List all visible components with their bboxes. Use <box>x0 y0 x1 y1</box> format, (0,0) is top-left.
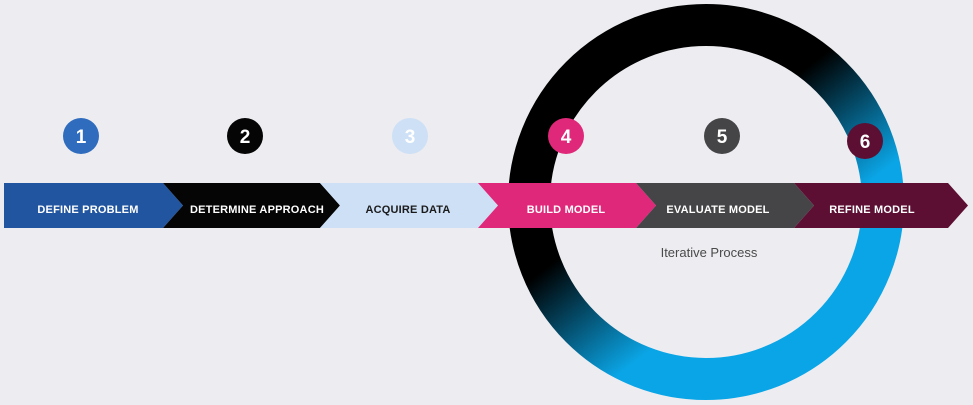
step-arrow-4 <box>478 183 656 228</box>
step-arrow-3 <box>320 183 498 228</box>
step-label-4: BUILD MODEL <box>527 204 606 216</box>
step-number-2: 2 <box>240 127 251 148</box>
step-number-circle-1 <box>63 118 99 154</box>
step-number-6: 6 <box>860 132 871 153</box>
step-number-3: 3 <box>405 127 416 148</box>
step-label-1: DEFINE PROBLEM <box>37 204 138 216</box>
step-label-5: EVALUATE MODEL <box>666 204 769 216</box>
iterative-process-label: Iterative Process <box>661 245 758 260</box>
step-number-circle-6 <box>847 123 883 159</box>
step-number-circle-4 <box>548 118 584 154</box>
step-number-circle-5 <box>704 118 740 154</box>
step-number-1: 1 <box>76 127 87 148</box>
step-number-4: 4 <box>561 127 572 148</box>
step-number-5: 5 <box>717 127 728 148</box>
step-label-2: DETERMINE APPROACH <box>190 204 324 216</box>
step-number-circle-3 <box>392 118 428 154</box>
step-label-3: ACQUIRE DATA <box>365 204 450 216</box>
step-numbers: 1 2 3 4 5 6 <box>63 118 883 159</box>
process-arrows: DEFINE PROBLEM DETERMINE APPROACH ACQUIRE … <box>4 183 968 228</box>
step-arrow-1 <box>4 183 183 228</box>
step-arrow-6 <box>794 183 968 228</box>
step-arrow-5 <box>636 183 814 228</box>
step-arrow-2 <box>163 183 340 228</box>
step-number-circle-2 <box>227 118 263 154</box>
step-label-6: REFINE MODEL <box>829 204 915 216</box>
